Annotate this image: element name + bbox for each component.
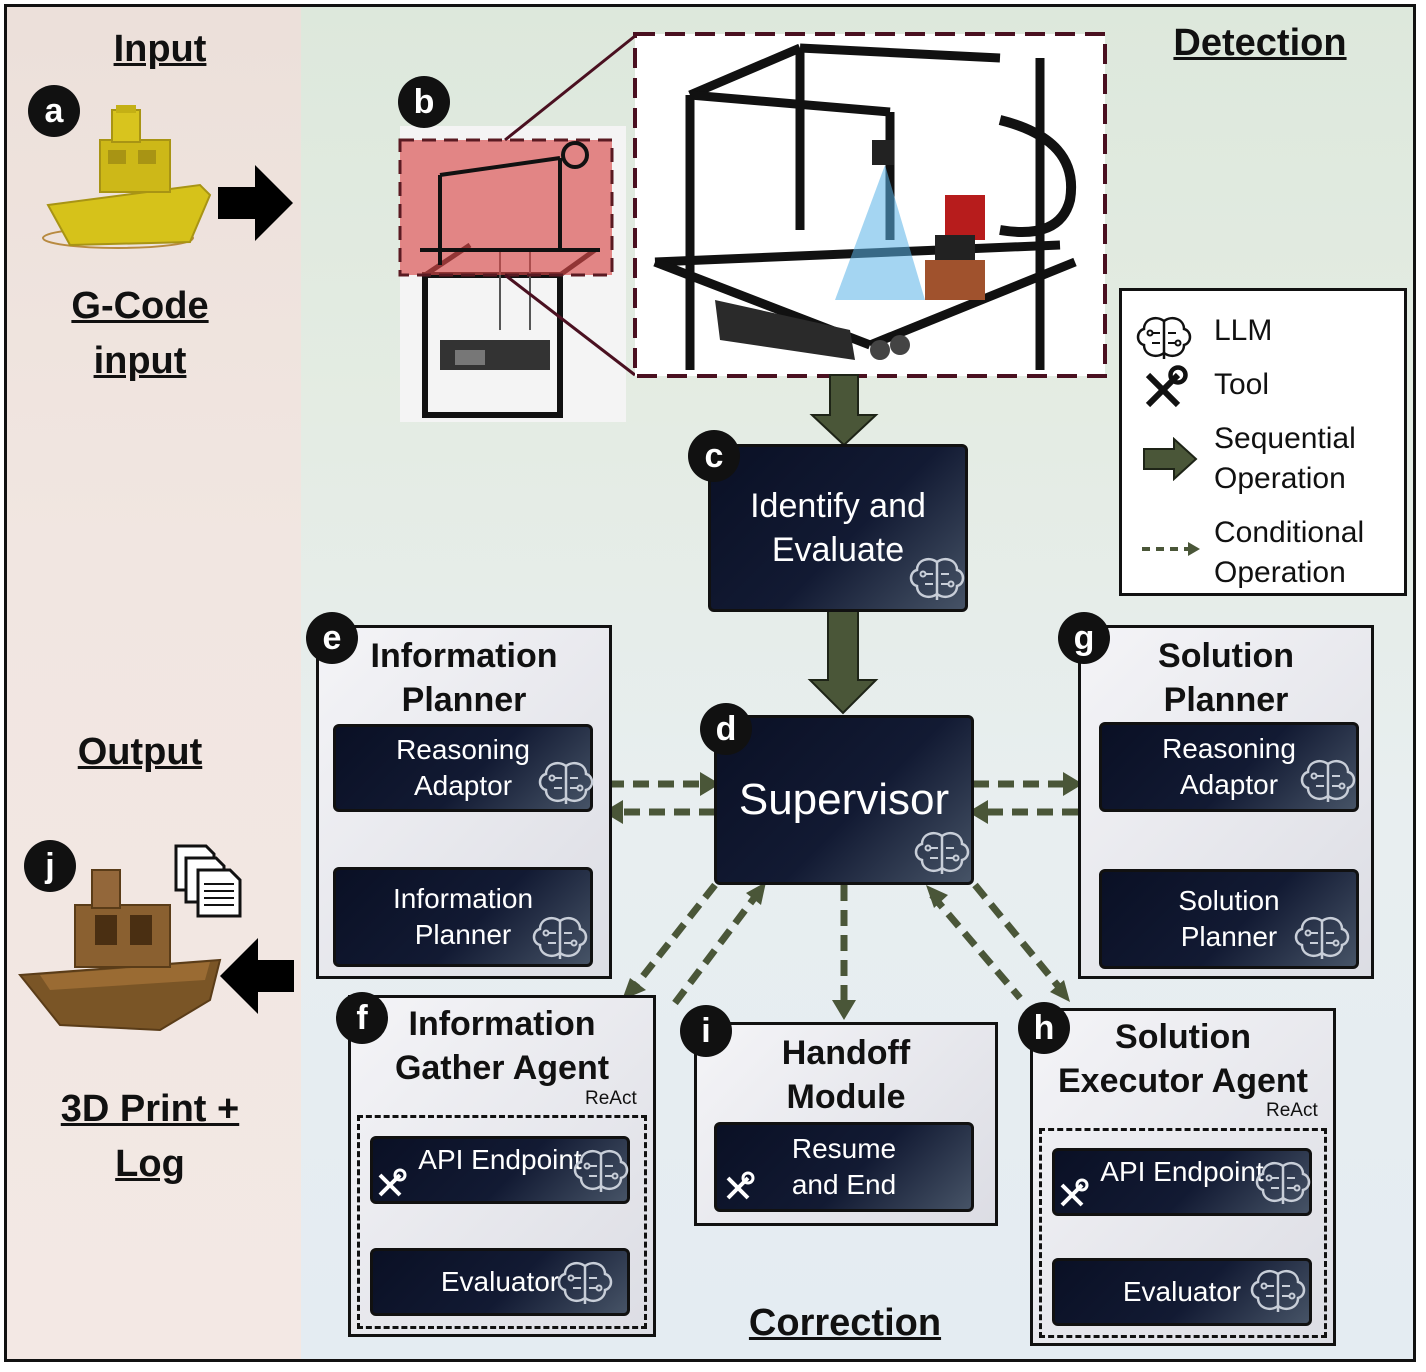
printer-highlight xyxy=(398,138,614,277)
sol-api-endpoint-label: API Endpoint xyxy=(1100,1156,1264,1187)
info-api-endpoint-label: API Endpoint xyxy=(418,1144,582,1175)
output-caption-1: 3D Print + xyxy=(60,1088,240,1130)
info-reasoning-adaptor-label: Reasoning Adaptor xyxy=(396,734,530,801)
handoff-title-2: Module xyxy=(786,1078,906,1116)
input-title: Input xyxy=(113,28,207,70)
legend-llm-label: LLM xyxy=(1214,314,1273,347)
legend-tool-icon xyxy=(1138,365,1188,415)
legend-tool-label: Tool xyxy=(1214,368,1270,401)
printer-zoom-image xyxy=(635,34,1105,376)
info-gather-title-1: Information xyxy=(408,1005,596,1043)
sol-api-endpoint-box: API Endpoint xyxy=(1052,1148,1312,1216)
zoom-line-top xyxy=(504,34,636,142)
supervisor-box: Supervisor xyxy=(714,715,974,885)
output-caption-2: Log xyxy=(115,1143,185,1185)
info-gather-react-label: ReAct xyxy=(585,1088,637,1109)
badge-g: g xyxy=(1058,612,1110,664)
boat-yellow-image xyxy=(42,105,212,249)
output-title: Output xyxy=(77,731,203,773)
input-caption-2: input xyxy=(93,340,187,382)
sol-planner-inner-box: Solution Planner xyxy=(1099,869,1359,969)
badge-d: d xyxy=(700,703,752,755)
info-evaluator-label: Evaluator xyxy=(440,1266,560,1297)
handoff-title-1: Handoff xyxy=(781,1034,911,1072)
information-planner-title-1: Information xyxy=(370,637,558,675)
identify-evaluate-label: Identify and Evaluate xyxy=(750,487,926,569)
info-reasoning-adaptor-box: Reasoning Adaptor xyxy=(333,724,593,812)
legend-llm-icon xyxy=(1136,316,1192,361)
boat-brown-image xyxy=(18,869,222,1032)
sol-evaluator-box: Evaluator xyxy=(1052,1258,1312,1326)
badge-h: h xyxy=(1018,1002,1070,1054)
badge-f: f xyxy=(336,992,388,1044)
badge-a: a xyxy=(28,85,80,137)
badge-b: b xyxy=(398,76,450,128)
resume-end-box: Resume and End xyxy=(714,1122,974,1212)
output-arrow xyxy=(220,938,294,1014)
info-gather-react-loop xyxy=(357,1115,647,1329)
solution-planner-title-2: Planner xyxy=(1163,681,1289,719)
legend: LLM Tool Sequential Operation Conditiona… xyxy=(1119,288,1407,596)
resume-end-label: Resume and End xyxy=(791,1133,897,1200)
conditional-arrows xyxy=(608,780,1078,1006)
legend-conditional-label-2: Operation xyxy=(1214,556,1346,589)
info-gather-title-2: Gather Agent xyxy=(394,1049,610,1087)
solution-planner-title-1: Solution xyxy=(1158,637,1294,675)
info-planner-inner-box: Information Planner xyxy=(333,867,593,967)
correction-title: Correction xyxy=(748,1302,942,1344)
badge-j: j xyxy=(24,840,76,892)
sol-exec-react-loop xyxy=(1039,1128,1327,1338)
legend-sequential-label-2: Operation xyxy=(1214,462,1346,495)
sol-reasoning-adaptor-label: Reasoning Adaptor xyxy=(1162,733,1296,800)
legend-conditional-label-1: Conditional xyxy=(1214,516,1365,549)
legend-sequential-arrow-icon xyxy=(1143,437,1198,481)
info-api-endpoint-box: API Endpoint xyxy=(370,1136,630,1204)
sol-exec-title-2: Executor Agent xyxy=(1057,1062,1308,1100)
legend-sequential-label-1: Sequential xyxy=(1214,422,1356,455)
sol-exec-react-label: ReAct xyxy=(1266,1100,1318,1121)
input-caption-1: G-Code xyxy=(71,285,209,327)
documents-icon xyxy=(174,844,242,918)
sol-evaluator-label: Evaluator xyxy=(1122,1276,1242,1307)
information-planner-title-2: Planner xyxy=(401,681,527,719)
supervisor-label: Supervisor xyxy=(738,775,950,824)
zoom-line-bottom xyxy=(504,273,636,377)
badge-e: e xyxy=(306,612,358,664)
legend-conditional-arrow-icon xyxy=(1142,542,1200,556)
sol-planner-inner-label: Solution Planner xyxy=(1178,885,1280,952)
sol-reasoning-adaptor-box: Reasoning Adaptor xyxy=(1099,722,1359,812)
printer-zoom-frame xyxy=(633,32,1107,378)
badge-c: c xyxy=(688,430,740,482)
input-arrow xyxy=(218,165,293,241)
detection-title: Detection xyxy=(1173,22,1347,64)
printer-highlight-detail xyxy=(420,141,600,265)
info-evaluator-box: Evaluator xyxy=(370,1248,630,1316)
sol-exec-title-1: Solution xyxy=(1115,1018,1251,1056)
badge-i: i xyxy=(680,1005,732,1057)
conditional-arrowheads xyxy=(603,772,1083,1020)
info-planner-inner-label: Information Planner xyxy=(392,883,534,950)
identify-evaluate-box: Identify and Evaluate xyxy=(708,444,968,612)
